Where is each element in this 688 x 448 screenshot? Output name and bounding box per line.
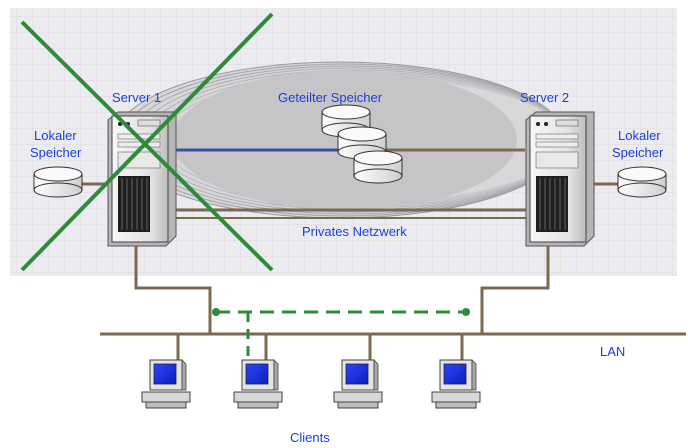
server1-tower-icon <box>107 111 177 247</box>
local-storage-left-label-line1: Lokaler <box>34 128 77 143</box>
server1-label: Server 1 <box>112 90 161 105</box>
shared-storage-label: Geteilter Speicher <box>278 90 383 105</box>
client-pc-icon <box>233 359 283 409</box>
server2-tower-icon <box>525 111 595 247</box>
lan-cabling <box>100 246 686 362</box>
local-storage-right-disk <box>617 166 667 198</box>
client-pc-icon <box>431 359 481 409</box>
local-storage-right-label-line2: Speicher <box>612 145 664 160</box>
local-storage-right-label-line1: Lokaler <box>618 128 661 143</box>
client-pc-icon <box>141 359 191 409</box>
server1-failure-cross <box>20 12 274 272</box>
clients-label: Clients <box>290 430 330 445</box>
shared-storage-disks <box>321 104 403 184</box>
client-pc-icon <box>333 359 383 409</box>
local-storage-left-disk <box>33 166 83 198</box>
server2-label: Server 2 <box>520 90 569 105</box>
failover-link <box>212 308 470 364</box>
private-network-label: Privates Netzwerk <box>302 224 407 239</box>
lan-label: LAN <box>600 344 625 359</box>
local-storage-left-label-line2: Speicher <box>30 145 82 160</box>
